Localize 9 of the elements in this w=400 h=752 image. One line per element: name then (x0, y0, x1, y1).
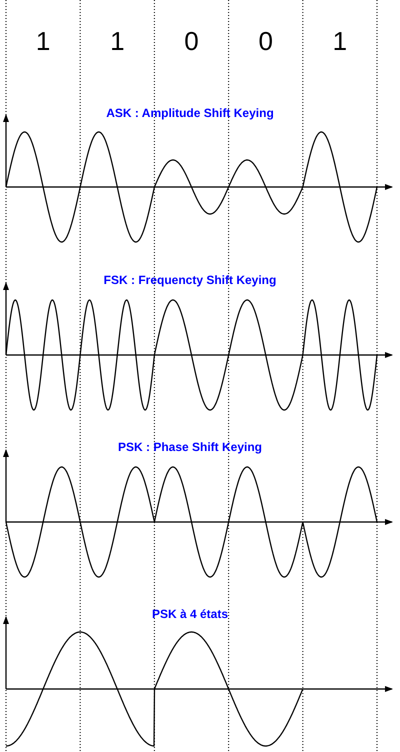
chart-title: FSK : Frequencty Shift Keying (104, 273, 276, 287)
chart-title: PSK à 4 états (152, 607, 228, 621)
bit-value: 1 (36, 26, 50, 57)
bit-value: 0 (258, 26, 273, 57)
bit-value: 1 (110, 26, 125, 57)
chart-title: ASK : Amplitude Shift Keying (106, 106, 274, 120)
bit-value: 1 (332, 26, 348, 57)
chart-title: PSK : Phase Shift Keying (118, 440, 262, 454)
bit-value: 0 (184, 26, 199, 57)
